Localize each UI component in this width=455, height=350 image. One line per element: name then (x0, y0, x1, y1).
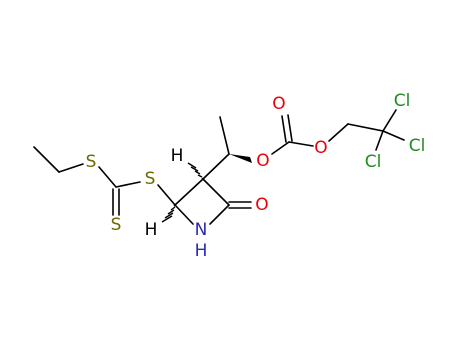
atom-h-c3: H (171, 146, 184, 166)
bond-s-cthione (98, 166, 117, 188)
bond-cthione-sring (115, 181, 141, 188)
atom-cl-1: Cl (394, 91, 411, 111)
wedge-cside-o (229, 154, 252, 163)
atom-h-c4: H (145, 220, 158, 240)
bond-c-cl2 (382, 130, 405, 141)
bond-ch2-ccl3 (347, 123, 384, 132)
atom-h-nitrogen: H (195, 241, 208, 261)
bond-n-c4 (174, 204, 194, 225)
bond-ethyl-s (58, 163, 84, 173)
atom-s-thione: S (111, 215, 122, 235)
bond-carb-double-a (281, 115, 287, 143)
atom-o-carbonyl: O (272, 94, 285, 114)
bond-c3-c2 (202, 178, 230, 206)
atom-o-alkoxy: O (314, 138, 327, 158)
bond-ccarb-oalkoxy (288, 141, 314, 147)
atom-cl-2: Cl (409, 136, 426, 156)
bond-c2-n (209, 204, 230, 225)
hashed-wedge-c4-h (161, 203, 177, 223)
atom-s-thioether: S (86, 152, 97, 172)
bond-c-cl1 (382, 109, 397, 132)
bond-sring-c4 (157, 184, 176, 206)
bond-c3-cside (202, 153, 230, 180)
atom-cl-3: Cl (365, 152, 382, 172)
hashed-wedge-c3-h (187, 162, 205, 181)
bond-oester-ccarb (271, 141, 290, 155)
bond-ethyl-terminal (33, 146, 60, 173)
atom-n-ring: N (195, 220, 208, 240)
atom-o-ester: O (256, 151, 269, 171)
bond-c-cl3 (375, 130, 384, 151)
bond-cside-methyl (219, 116, 230, 155)
atom-s-ring: S (145, 169, 156, 189)
bond-carb-double-b (287, 114, 293, 142)
atom-o-lactam: O (255, 195, 268, 215)
bond-oalkoxy-ch2 (328, 123, 349, 142)
bond-c4-c3 (174, 178, 204, 206)
